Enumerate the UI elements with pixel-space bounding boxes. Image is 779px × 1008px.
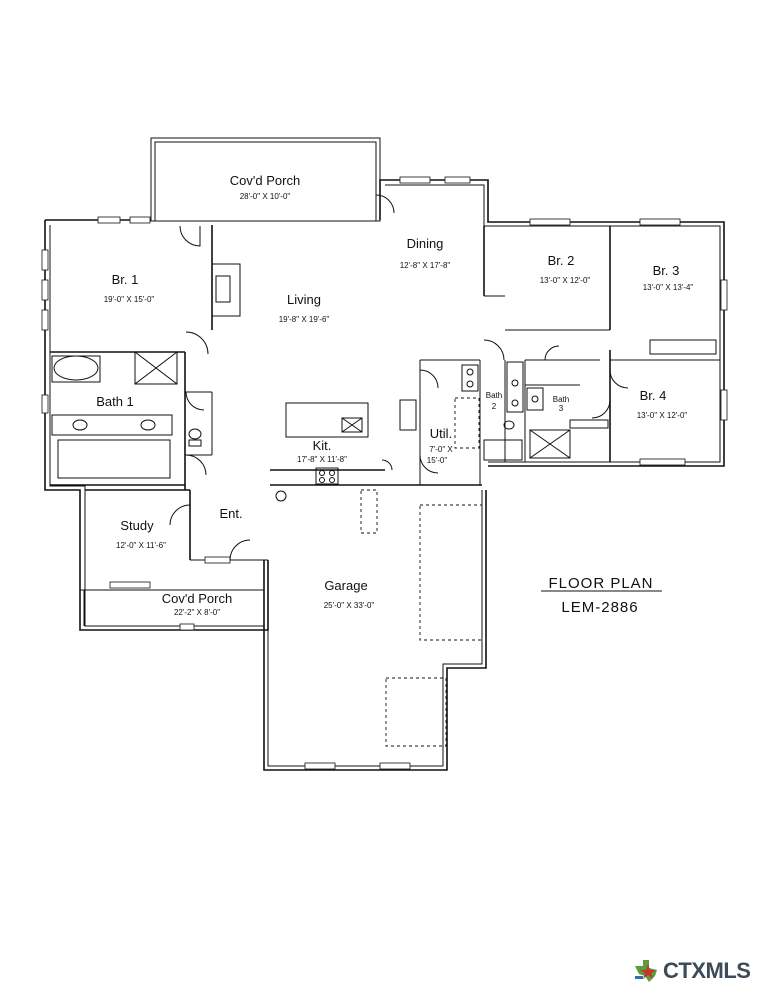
garage-dims: 25'-0" X 33'-0" bbox=[324, 601, 375, 610]
bath3-name: Bath bbox=[553, 395, 569, 404]
br2-dims: 13'-0" X 12'-0" bbox=[540, 276, 591, 285]
bath3-number: 3 bbox=[559, 404, 564, 413]
plan-title: FLOOR PLAN bbox=[548, 575, 653, 592]
br4-name: Br. 4 bbox=[640, 388, 667, 403]
plan-number: LEM-2886 bbox=[561, 599, 638, 616]
front-porch-name: Cov'd Porch bbox=[162, 591, 232, 606]
br3-dims: 13'-0" X 13'-4" bbox=[643, 283, 694, 292]
texas-star-icon bbox=[635, 960, 657, 982]
br1-dims: 19'-0" X 15'-0" bbox=[104, 295, 155, 304]
garage-walls bbox=[263, 489, 487, 771]
rear-porch-name: Cov'd Porch bbox=[230, 173, 300, 188]
util-dims-line2: 15'-0" bbox=[427, 456, 448, 465]
study-dims: 12'-0" X 11'-6" bbox=[116, 541, 166, 550]
front-covered-porch bbox=[79, 589, 265, 631]
br4-dims: 13'-0" X 12'-0" bbox=[637, 411, 688, 420]
title-block: FLOOR PLAN LEM-2886 bbox=[541, 575, 662, 616]
kit-dims: 17'-8" X 11'-8" bbox=[297, 455, 347, 464]
util-dims-line1: 7'-0" X bbox=[429, 445, 453, 454]
study-name: Study bbox=[120, 518, 154, 533]
interior-walls bbox=[50, 225, 720, 589]
dining-name: Dining bbox=[407, 236, 444, 251]
rear-porch-dims: 28'-0" X 10'-0" bbox=[240, 192, 291, 201]
util-name: Util. bbox=[430, 426, 452, 441]
room-labels: Cov'd Porch 28'-0" X 10'-0" Dining 12'-8… bbox=[96, 173, 693, 617]
bath2-name: Bath bbox=[486, 391, 502, 400]
front-porch-dims: 22'-2" X 8'-0" bbox=[174, 608, 220, 617]
living-name: Living bbox=[287, 292, 321, 307]
br3-name: Br. 3 bbox=[653, 263, 680, 278]
br2-name: Br. 2 bbox=[548, 253, 575, 268]
living-dims: 19'-8" X 19'-6" bbox=[279, 315, 330, 324]
br1-name: Br. 1 bbox=[112, 272, 139, 287]
house-outer-walls bbox=[41, 176, 728, 631]
bath1-name: Bath 1 bbox=[96, 394, 134, 409]
fixtures bbox=[51, 263, 717, 502]
garage-name: Garage bbox=[324, 578, 367, 593]
ent-name: Ent. bbox=[219, 506, 242, 521]
door-swings bbox=[169, 194, 629, 561]
dining-dims: 12'-8" X 17'-8" bbox=[400, 261, 451, 270]
bath2-number: 2 bbox=[492, 402, 497, 411]
logo-text: CTXMLS bbox=[663, 958, 751, 983]
kit-name: Kit. bbox=[313, 438, 332, 453]
ctxmls-logo: CTXMLS bbox=[633, 958, 751, 984]
